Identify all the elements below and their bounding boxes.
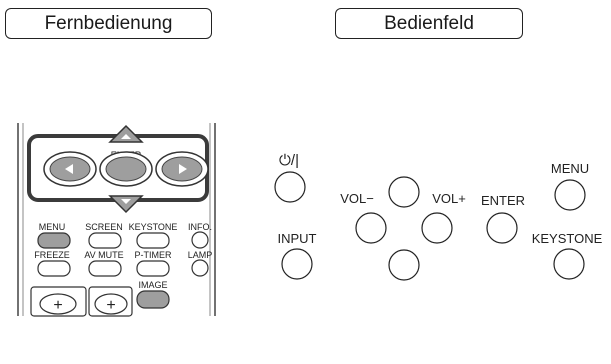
panel-keystone-button[interactable]	[553, 248, 585, 280]
vol-minus-label: VOL−	[340, 191, 374, 206]
panel-enter-label: ENTER	[481, 193, 525, 208]
dzoom-plus-sign: +	[106, 297, 115, 314]
control-panel-label: Bedienfeld	[384, 12, 474, 34]
down-arrow-icon	[121, 199, 131, 204]
remote-info-label: INFO.	[188, 222, 212, 232]
left-arrow-icon	[65, 164, 73, 174]
control-panel-tab: Bedienfeld	[335, 8, 523, 39]
remote-freeze-label: FREEZE	[34, 250, 70, 260]
panel-keystone-label: KEYSTONE	[532, 231, 603, 246]
dzoom-plus-button[interactable]	[94, 293, 128, 315]
remote-menu-label: MENU	[39, 222, 66, 232]
remote-enter-button[interactable]	[99, 151, 153, 187]
remote-avmute-button[interactable]	[88, 260, 122, 277]
remote-control-tab: Fernbedienung	[5, 8, 212, 39]
remote-control-label: Fernbedienung	[44, 12, 173, 34]
power-button[interactable]	[274, 171, 306, 203]
remote-ptimer-label: P-TIMER	[135, 250, 172, 260]
remote-info-button[interactable]	[191, 231, 209, 249]
remote-lamp-button[interactable]	[191, 259, 209, 277]
input-label: INPUT	[278, 231, 317, 246]
down-arrow-button[interactable]	[108, 195, 144, 214]
remote-screen-label: SCREEN	[85, 222, 123, 232]
input-button[interactable]	[281, 248, 313, 280]
right-arrow-icon	[179, 164, 187, 174]
vol-minus-button[interactable]	[355, 212, 387, 244]
remote-control: ENTER MENU SCREEN KEYSTONE INFO.	[17, 123, 216, 317]
up-arrow-button[interactable]	[108, 124, 144, 143]
remote-screen-button[interactable]	[88, 232, 122, 249]
panel-menu-label: MENU	[551, 161, 589, 176]
panel-menu-button[interactable]	[554, 179, 586, 211]
remote-image-label: IMAGE	[138, 280, 167, 290]
control-panel: ⏻/| INPUT VOL− VOL+ ENTER MENU KEYSTONE	[274, 152, 603, 281]
vol-plus-button[interactable]	[421, 212, 453, 244]
remote-menu-button[interactable]	[37, 232, 71, 249]
power-label: ⏻/|	[279, 152, 299, 169]
remote-freeze-button[interactable]	[37, 260, 71, 277]
volume-plus-button[interactable]	[39, 293, 77, 315]
remote-lamp-label: LAMP	[188, 250, 213, 260]
remote-image-button[interactable]	[136, 290, 170, 309]
up-button[interactable]	[388, 176, 420, 208]
left-arrow-button[interactable]	[43, 151, 97, 187]
remote-ptimer-button[interactable]	[136, 260, 170, 277]
vol-plus-label: VOL+	[432, 191, 466, 206]
remote-avmute-label: AV MUTE	[84, 250, 123, 260]
right-arrow-button[interactable]	[155, 151, 209, 187]
volume-plus-sign: +	[53, 297, 62, 314]
remote-keystone-label: KEYSTONE	[129, 222, 178, 232]
down-button[interactable]	[388, 249, 420, 281]
panel-enter-button[interactable]	[486, 212, 518, 244]
up-arrow-icon	[121, 134, 131, 139]
remote-keystone-button[interactable]	[136, 232, 170, 249]
